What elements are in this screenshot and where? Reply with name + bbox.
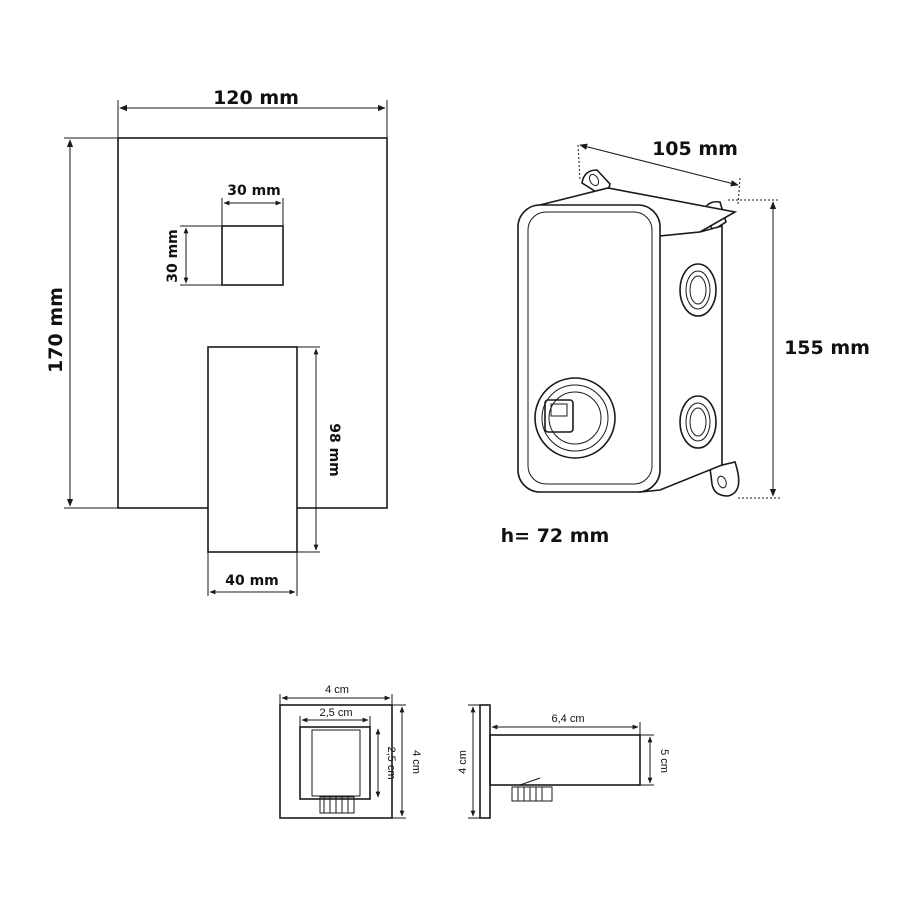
outlet-side-plate [479,704,491,819]
knob-height-label: 30 mm [165,229,181,283]
outlet-thread [319,796,355,814]
outlet-inner-width-label: 2,5 cm [319,707,352,719]
outlet-side-thread [511,786,553,802]
mounting-ear-bottom [709,461,740,497]
outlet-front-view: 4 cm 2,5 cm 2,5 cm 4 cm [279,684,422,819]
outlet-side-length-label: 6,4 cm [551,713,584,725]
mixer-lever [207,346,298,553]
box-depth-dimension [579,143,739,187]
side-port-upper [679,263,717,317]
outlet-inner-height-label: 2,5 cm [385,746,397,779]
outlet-height-label: 4 cm [410,750,422,774]
concealed-box-view: 105 mm 155 mm h= 72 mm [501,138,870,547]
box-front-face [517,204,661,493]
diverter-knob [221,225,284,286]
side-port-lower [679,395,717,449]
outlet-width-label: 4 cm [325,684,349,696]
front-panel-view: 120 mm 170 mm 30 mm 30 mm 98 mm 40 mm [45,87,388,596]
outlet-side-depth-label: 5 cm [658,749,670,773]
knob-width-label: 30 mm [227,183,281,199]
box-depth-label: 105 mm [652,138,738,160]
outlet-inner-square [299,726,371,800]
lever-height-label: 98 mm [326,423,342,477]
outlet-side-view: 4 cm 6,4 cm 5 cm [457,704,670,819]
valve-cartridge [534,377,616,459]
panel-height-label: 170 mm [45,287,67,373]
lever-width-label: 40 mm [225,573,279,589]
outlet-side-height-label: 4 cm [457,750,469,774]
outlet-plate [279,704,393,819]
panel-width-label: 120 mm [213,87,299,109]
outlet-side-body [489,734,641,786]
box-h-label: h= 72 mm [501,525,610,547]
box-height-label: 155 mm [784,337,870,359]
